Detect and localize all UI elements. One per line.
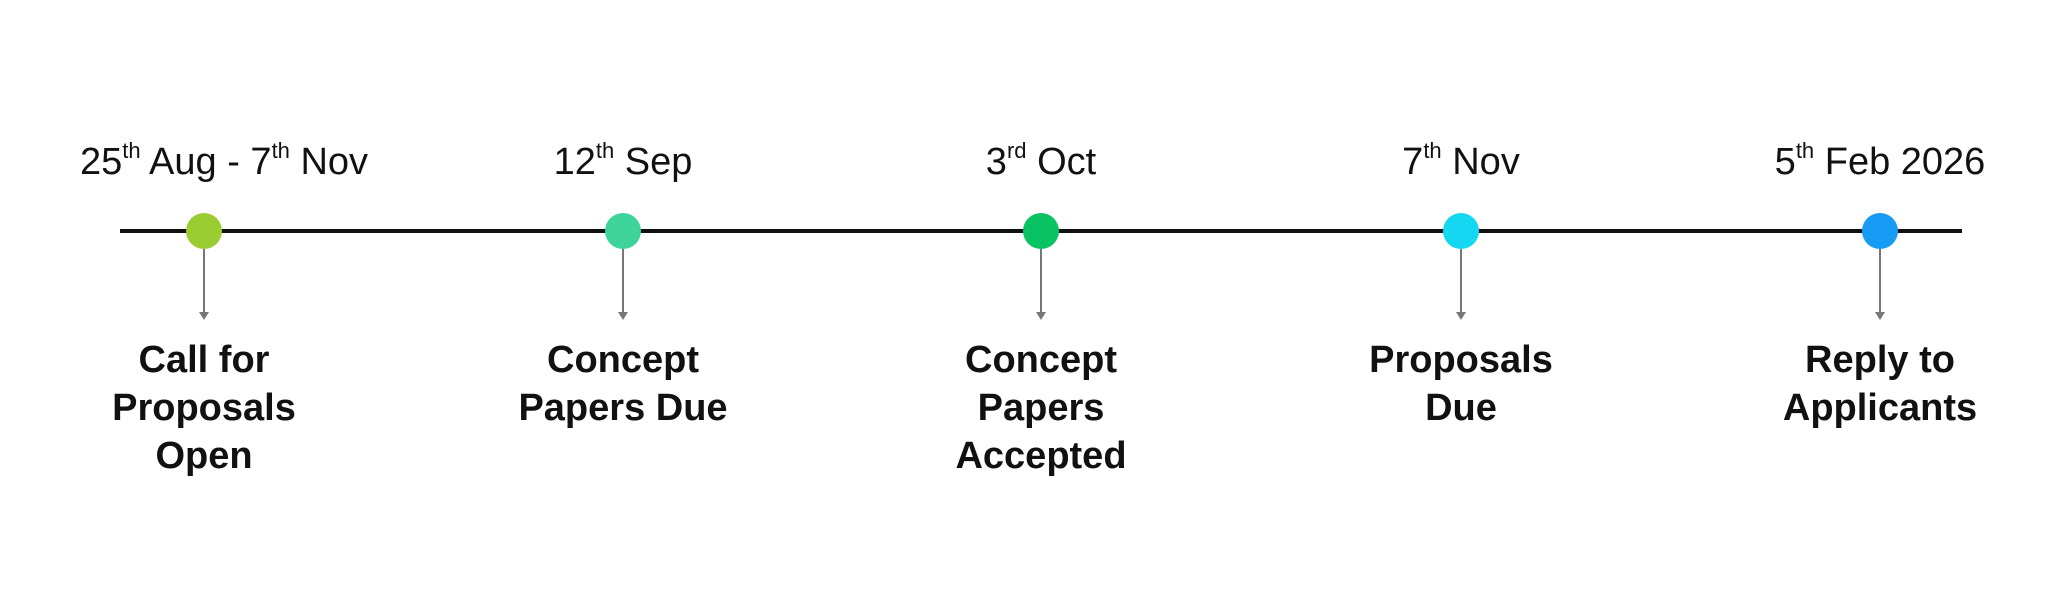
milestone-date: 25th Aug - 7th Nov (80, 134, 368, 190)
date-ordinal-suffix: th (1423, 138, 1442, 163)
date-ordinal-suffix: th (271, 138, 290, 163)
milestone-date: 5th Feb 2026 (1775, 134, 1986, 190)
date-day: 5 (1774, 141, 1796, 183)
milestone-date: 7th Nov (1402, 134, 1520, 190)
connector-line (1460, 249, 1462, 314)
date-day: 25 (79, 141, 123, 183)
date-text: Nov (1441, 141, 1520, 183)
milestone-label: Concept Papers Accepted (955, 339, 1127, 477)
milestone-dot (605, 213, 641, 249)
milestone-dot (1862, 213, 1898, 249)
connector-line (622, 249, 624, 314)
date-ordinal-suffix: rd (1006, 138, 1027, 163)
milestone-label: Concept Papers Due (518, 339, 728, 429)
milestone-date: 12th Sep (554, 134, 693, 190)
connector-line (1040, 249, 1042, 314)
milestone-label: Call for Proposals Open (112, 339, 296, 477)
milestone-label: Proposals Due (1369, 339, 1553, 429)
milestone-dot (1443, 213, 1479, 249)
date-ordinal-suffix: th (1795, 138, 1815, 163)
milestone-date: 3rd Oct (986, 134, 1096, 190)
arrow-down-icon (1456, 312, 1466, 320)
date-ordinal-suffix: th (122, 138, 141, 163)
milestone-label: Reply to Applicants (1782, 339, 1978, 429)
arrow-down-icon (618, 312, 628, 320)
date-text: Sep (614, 141, 693, 183)
date-ordinal-suffix: th (595, 138, 615, 163)
date-day: 12 (553, 141, 596, 183)
date-text: Oct (1026, 141, 1097, 183)
date-text: Feb 2026 (1814, 141, 1986, 183)
date-text: Nov (289, 141, 369, 183)
date-day: 3 (985, 141, 1007, 183)
arrow-down-icon (1036, 312, 1046, 320)
connector-line (203, 249, 205, 314)
arrow-down-icon (199, 312, 209, 320)
date-day: 7 (1402, 141, 1424, 183)
connector-line (1879, 249, 1881, 314)
arrow-down-icon (1875, 312, 1885, 320)
milestone-dot (186, 213, 222, 249)
date-text: Aug - 7 (140, 141, 272, 183)
milestone-dot (1023, 213, 1059, 249)
